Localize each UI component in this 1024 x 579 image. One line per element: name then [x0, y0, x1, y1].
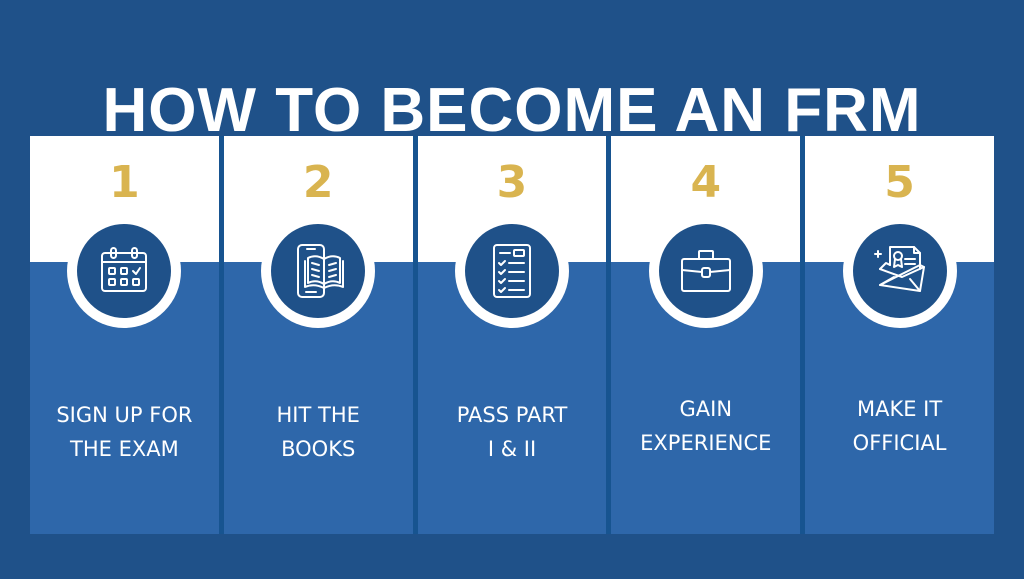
step-label: MAKE IT OFFICIAL: [852, 397, 947, 455]
step-badge: [67, 214, 182, 328]
step-label: SIGN UP FOR THE EXAM: [56, 403, 193, 461]
step-number: 1: [109, 157, 140, 208]
certificate-envelope-icon: [873, 246, 925, 292]
step-badge: [648, 214, 763, 328]
step-5: 5 MAKE IT: [805, 136, 994, 534]
steps-row: 1 SIGN UP FOR THE EX: [30, 136, 994, 534]
step-badge: [261, 214, 376, 328]
step-number: 4: [690, 157, 722, 208]
step-label: GAIN EXPERIENCE: [640, 397, 772, 455]
step-badge: [454, 214, 569, 328]
step-number: 3: [496, 157, 528, 208]
step-3: 3 PASS PART I & II: [417, 136, 607, 534]
step-label: PASS PART I & II: [456, 403, 568, 461]
briefcase-icon: [680, 250, 731, 292]
step-1: 1 SIGN UP FOR THE EX: [30, 136, 219, 534]
page-title: HOW TO BECOME AN FRM: [102, 75, 922, 145]
phone-book-icon: [297, 244, 345, 298]
step-number: 2: [302, 157, 334, 208]
step-2: 2 HIT THE: [223, 136, 413, 534]
step-4: 4 GAIN EXPERIENCE: [611, 136, 801, 534]
checklist-icon: [492, 244, 531, 298]
calendar-icon: [101, 247, 148, 292]
step-number: 5: [884, 157, 915, 208]
step-label: HIT THE BOOKS: [276, 403, 360, 461]
step-badge: [842, 214, 957, 328]
